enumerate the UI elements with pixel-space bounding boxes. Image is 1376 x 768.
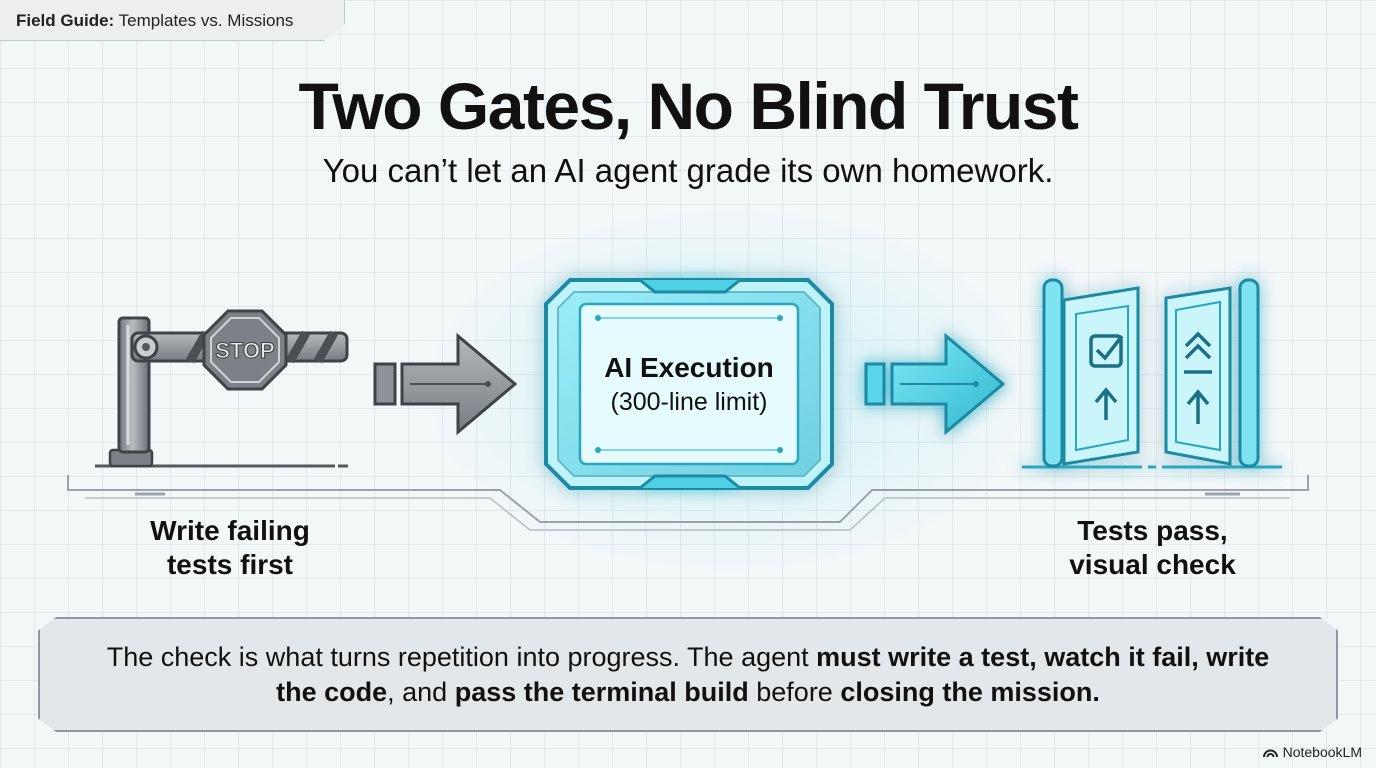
arrow-right-icon-gray [373, 332, 518, 436]
open-gate-icon [1022, 278, 1282, 469]
right-gate-label: Tests pass, visual check [1069, 515, 1236, 580]
barrier-gate-icon: STOP [95, 309, 349, 468]
summary-text: The check is what turns repetition into … [106, 641, 1270, 707]
page-title: Two Gates, No Blind Trust [298, 69, 1080, 143]
page-subtitle: You can’t let an AI agent grade its own … [322, 152, 1054, 189]
ai-execution-limit: (300-line limit) [610, 388, 768, 416]
brand-name: NotebookLM [1282, 744, 1362, 760]
stop-sign-text: STOP [215, 338, 275, 363]
arrow-right-icon-cyan [864, 332, 1006, 436]
left-gate-label: Write failing tests first [150, 515, 310, 580]
section-tab [0, 0, 345, 41]
summary-panel [38, 617, 1338, 732]
notebooklm-logo-icon [1262, 749, 1278, 757]
circuit-lines [67, 475, 1309, 531]
ai-execution-frame [544, 278, 834, 490]
section-tab-label: Field Guide: Templates vs. Missions [16, 11, 294, 30]
summary-panel-content: The check is what turns repetition into … [38, 617, 1338, 732]
ai-execution-title: AI Execution [604, 352, 774, 383]
brand-watermark: NotebookLM [1262, 744, 1362, 760]
